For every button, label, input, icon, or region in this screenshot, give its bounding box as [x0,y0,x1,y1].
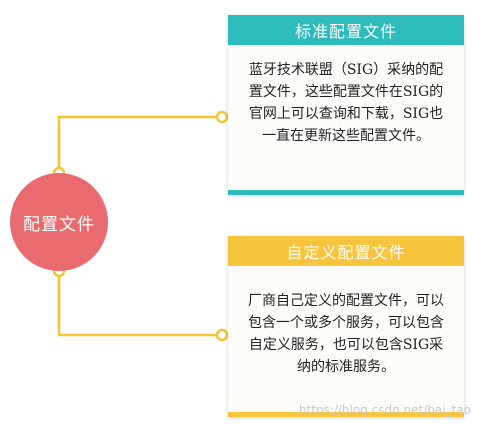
center-node-label: 配置文件 [23,214,95,235]
connector-dot-card-top [215,110,229,124]
card-body-custom: 厂商自己定义的配置文件，可以包含一个或多个服务，可以包含自定义服务，也可以包含S… [248,293,444,375]
connector-top [57,115,220,173]
connector-bottom [57,271,220,337]
card-custom-profile: 自定义配置文件 厂商自己定义的配置文件，可以包含一个或多个服务，可以包含自定义服… [228,236,464,417]
card-title-custom: 自定义配置文件 [286,243,406,262]
card-standard-profile: 标准配置文件 蓝牙技术联盟（SIG）采纳的配置文件，这些配置文件在SIG的官网上… [228,15,464,195]
card-bottom-bar-custom [228,412,464,417]
card-body-standard: 蓝牙技术联盟（SIG）采纳的配置文件，这些配置文件在SIG的官网上可以查询和下载… [248,62,444,144]
card-header-standard: 标准配置文件 [228,15,464,45]
connector-dot-card-bottom [215,328,229,342]
card-header-custom: 自定义配置文件 [228,236,464,266]
center-node: 配置文件 [10,173,108,271]
watermark-text: https://blog.csdn.net/bai_tao [298,403,471,417]
card-bottom-bar-standard [228,190,464,195]
card-title-standard: 标准配置文件 [294,22,397,41]
